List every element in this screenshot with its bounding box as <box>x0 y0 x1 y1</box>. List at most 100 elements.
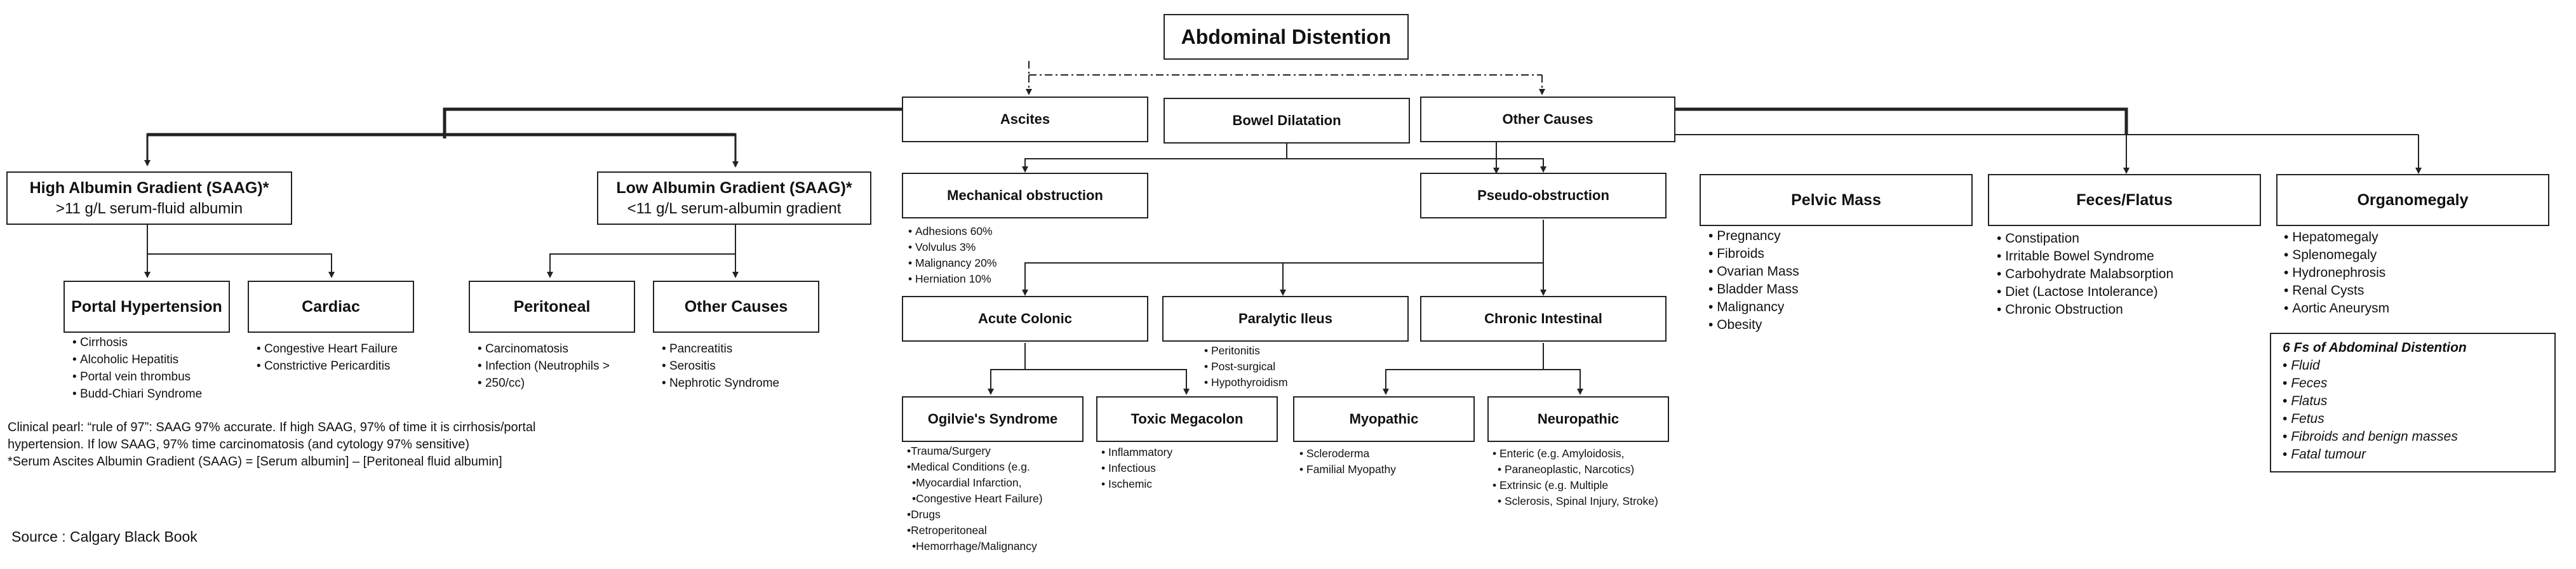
list-item: Adhesions 60% <box>908 224 996 239</box>
list-item: Obesity <box>1708 316 1799 334</box>
list-item: Pregnancy <box>1708 227 1799 245</box>
neuropathic-title: Neuropathic <box>1537 411 1620 427</box>
list-item: Carbohydrate Malabsorption <box>1997 265 2173 283</box>
peritoneal-list: Carcinomatosis Infection (Neutrophils > … <box>478 340 610 392</box>
list-item: Congestive Heart Failure) <box>907 491 1042 507</box>
list-item: Familial Myopathy <box>1299 462 1396 478</box>
list-item: Fetus <box>2283 410 2547 428</box>
list-item: Congestive Heart Failure <box>257 340 398 358</box>
low-saag-title: Low Albumin Gradient (SAAG)* <box>616 178 852 197</box>
list-item: Peritonitis <box>1204 343 1288 359</box>
low-saag-node: Low Albumin Gradient (SAAG)* <11 g/L ser… <box>597 171 871 225</box>
mechanical-title: Mechanical obstruction <box>947 187 1103 203</box>
list-item: Volvulus 3% <box>908 239 996 255</box>
list-item: Constrictive Pericarditis <box>257 358 398 375</box>
list-item: 250/cc) <box>478 375 610 392</box>
list-item: Infection (Neutrophils > <box>478 358 610 375</box>
cardiac-title: Cardiac <box>302 297 360 316</box>
list-item: Retroperitoneal <box>907 523 1043 539</box>
list-item: Myocardial Infarction, <box>907 475 1043 491</box>
ascites-node: Ascites <box>902 97 1148 142</box>
neuropathic-node: Neuropathic <box>1487 396 1669 442</box>
list-item: Renal Cysts <box>2284 282 2389 300</box>
list-item: Fatal tumour <box>2283 446 2547 464</box>
list-item: Ischemic <box>1101 476 1172 492</box>
acute-colonic-node: Acute Colonic <box>902 296 1148 342</box>
ogilvie-list: Trauma/Surgery Medical Conditions (e.g. … <box>907 443 1043 554</box>
list-item: Bladder Mass <box>1708 281 1799 298</box>
myopathic-title: Myopathic <box>1349 411 1419 427</box>
list-item: Malignancy <box>1708 298 1799 316</box>
list-item: Enteric (e.g. Amyloidosis, <box>1493 446 1658 462</box>
organo-title: Organomegaly <box>2357 191 2469 209</box>
paralytic-node: Paralytic Ileus <box>1162 296 1409 342</box>
mechanical-node: Mechanical obstruction <box>902 173 1148 218</box>
ascites-title: Ascites <box>1000 111 1050 127</box>
list-item: Diet (Lactose Intolerance) <box>1997 283 2173 301</box>
chronic-neuro-arrow <box>1543 369 1583 395</box>
source-note: Source : Calgary Black Book <box>11 528 198 545</box>
bowel-node: Bowel Dilatation <box>1164 98 1410 144</box>
list-item: Sclerosis, Spinal Injury, Stroke) <box>1493 493 1658 509</box>
chronic-node: Chronic Intestinal <box>1420 296 1667 342</box>
list-item: Irritable Bowel Syndrome <box>1997 248 2173 265</box>
root-node: Abdominal Distention <box>1164 14 1409 60</box>
list-item: Fibroids <box>1708 245 1799 263</box>
high-saag-title: High Albumin Gradient (SAAG)* <box>29 178 269 197</box>
toxic-title: Toxic Megacolon <box>1130 411 1244 427</box>
six-fs-list: Fluid Feces Flatus Fetus Fibroids and be… <box>2283 357 2547 464</box>
list-item: Extrinsic (e.g. Multiple <box>1493 478 1658 493</box>
asc-other-node: Other Causes <box>653 281 819 333</box>
chronic-connector <box>1383 343 1544 395</box>
six-fs-box: 6 Fs of Abdominal Distention Fluid Feces… <box>2270 333 2556 472</box>
neuropathic-list: Enteric (e.g. Amyloidosis, Paraneoplasti… <box>1493 446 1658 509</box>
list-item: Splenomegaly <box>2284 246 2389 264</box>
pseudo-title: Pseudo-obstruction <box>1477 187 1609 203</box>
cardiac-node: Cardiac <box>248 281 414 333</box>
root-dashed-connector <box>1028 61 1542 94</box>
list-item: Serositis <box>662 358 779 375</box>
myopathic-list: Scleroderma Familial Myopathy <box>1299 446 1396 478</box>
ogilvie-node: Ogilvie's Syndrome <box>902 396 1083 442</box>
cardiac-list: Congestive Heart Failure Constrictive Pe… <box>257 340 398 375</box>
list-item: Feces <box>2283 375 2547 392</box>
list-item: Fluid <box>2283 357 2547 375</box>
six-fs-title: 6 Fs of Abdominal Distention <box>2283 340 2467 355</box>
feces-node: Feces/Flatus <box>1988 174 2261 226</box>
mechanical-list: Adhesions 60% Volvulus 3% Malignancy 20%… <box>908 224 996 287</box>
list-item: Scleroderma <box>1299 446 1396 462</box>
root-title: Abdominal Distention <box>1181 25 1392 48</box>
acute-colonic-title: Acute Colonic <box>978 311 1072 326</box>
list-item: Constipation <box>1997 230 2173 248</box>
acute-connector <box>988 343 1026 395</box>
acute-toxic-arrow <box>1025 369 1190 395</box>
toxic-node: Toxic Megacolon <box>1096 396 1278 442</box>
pseudo-connector <box>1022 220 1544 296</box>
peritoneal-title: Peritoneal <box>513 297 591 316</box>
paralytic-list: Peritonitis Post-surgical Hypothyroidism <box>1204 343 1288 391</box>
list-item: Hydronephrosis <box>2284 264 2389 282</box>
bowel-pseudo-connector <box>1287 158 1546 173</box>
list-item: Chronic Obstruction <box>1997 301 2173 319</box>
list-item: Portal vein thrombus <box>72 368 202 385</box>
list-item: Carcinomatosis <box>478 340 610 358</box>
list-item: Alcoholic Hepatitis <box>72 351 202 368</box>
high-connector <box>147 224 335 278</box>
myopathic-node: Myopathic <box>1293 396 1475 442</box>
list-item: Pancreatitis <box>662 340 779 358</box>
ascites-connector <box>443 107 902 138</box>
list-item: Ovarian Mass <box>1708 263 1799 281</box>
ogilvie-title: Ogilvie's Syndrome <box>927 411 1058 427</box>
list-item: Cirrhosis <box>72 334 202 351</box>
list-item: Hepatomegaly <box>2284 229 2389 246</box>
pearl-line: hypertension. If low SAAG, 97% time carc… <box>8 438 469 452</box>
pseudo-node: Pseudo-obstruction <box>1420 173 1667 218</box>
list-item: Nephrotic Syndrome <box>662 375 779 392</box>
list-item: Hypothyroidism <box>1204 375 1288 391</box>
low-saag-sub: <11 g/L serum-albumin gradient <box>627 199 842 217</box>
list-item: Post-surgical <box>1204 359 1288 375</box>
portal-list: Cirrhosis Alcoholic Hepatitis Portal vei… <box>72 334 202 403</box>
pearl-line: *Serum Ascites Albumin Gradient (SAAG) =… <box>8 455 502 469</box>
chronic-title: Chronic Intestinal <box>1484 311 1602 326</box>
